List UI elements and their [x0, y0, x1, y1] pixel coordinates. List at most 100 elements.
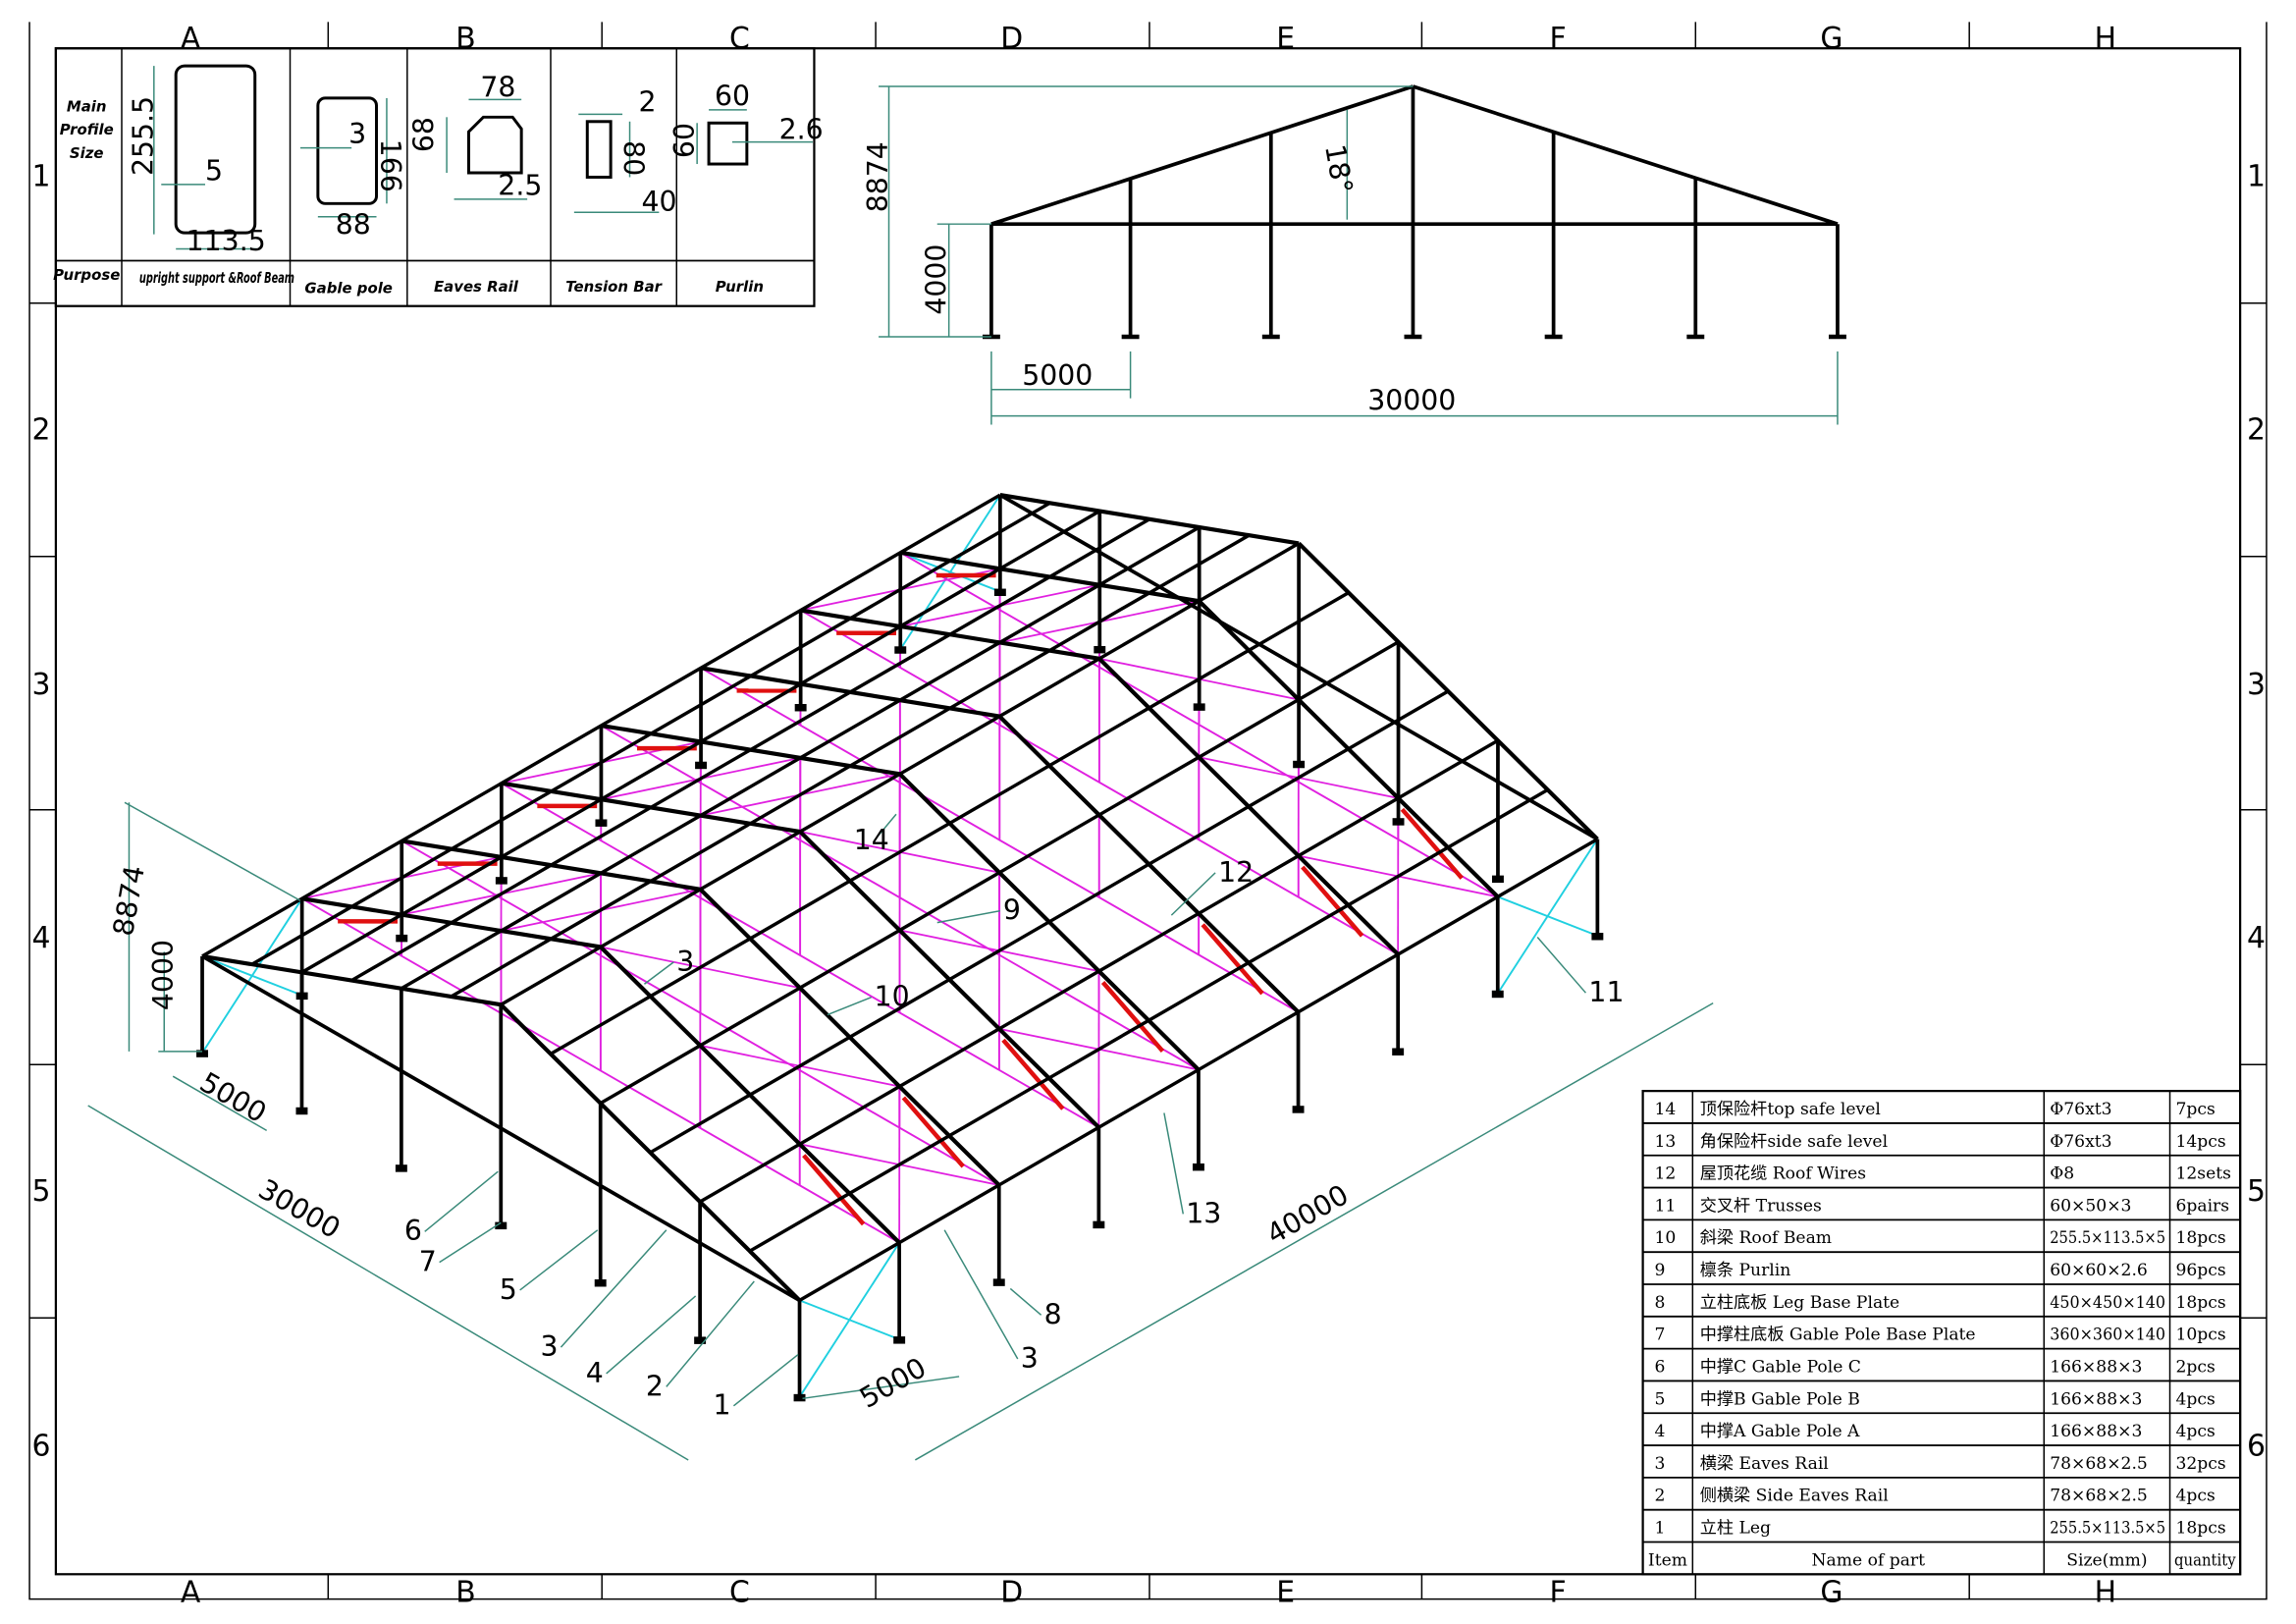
leg-base-plate	[1093, 1220, 1105, 1229]
part-name: 角保险杆side safe level	[1700, 1132, 1888, 1152]
leg-base-plate	[794, 704, 807, 712]
part-quantity: 14pcs	[2175, 1132, 2225, 1152]
part-size: Φ76xt3	[2050, 1132, 2111, 1152]
purpose-upright: upright support &Roof Beam	[139, 269, 294, 287]
part-name: 中撑A Gable Pole A	[1700, 1422, 1860, 1441]
gable-eave-tie	[201, 954, 801, 1303]
gable-pole-base-plate	[395, 1164, 407, 1172]
part-name: 屋顶花缆 Roof Wires	[1700, 1164, 1866, 1184]
callout-leader	[606, 1295, 697, 1375]
grid-col-bottom-E: E	[1276, 1576, 1295, 1610]
callout-leader	[424, 1170, 499, 1232]
elevation-rafter-left	[990, 84, 1415, 226]
callout-2: 2	[646, 1370, 664, 1402]
callout-9: 9	[1003, 894, 1021, 927]
grid-col-top-D: D	[1000, 22, 1023, 56]
item-number: 1	[1655, 1519, 1666, 1539]
gable-pole-base-plate	[1392, 818, 1405, 826]
callout-leader	[1163, 1112, 1185, 1215]
table-header: quantity	[2174, 1550, 2236, 1570]
part-size: 360×360×140	[2050, 1326, 2165, 1345]
dimension-text: 30000	[253, 1172, 347, 1245]
callout-leader	[666, 1280, 755, 1387]
dimension-text: 18°	[1318, 142, 1359, 196]
grid-col-top-G: G	[1820, 22, 1842, 56]
side-safe-level	[1301, 865, 1364, 938]
dimension-text: 30000	[1367, 385, 1456, 417]
leg-base-plate	[1491, 990, 1504, 999]
part-size: 450×450×140	[2050, 1293, 2165, 1313]
gable-pole-base-plate	[594, 1279, 607, 1287]
callout-leader	[1009, 1287, 1042, 1316]
grid-col-bottom-A: A	[181, 1576, 201, 1610]
gable-pole-base-plate	[694, 1336, 707, 1344]
grid-row-right-5: 5	[2247, 1174, 2266, 1209]
purpose-purlin: Purlin	[716, 278, 764, 296]
callout-leader	[1536, 937, 1587, 994]
part-name: 斜梁 Roof Beam	[1700, 1228, 1832, 1248]
dimension-text: 2	[638, 85, 656, 118]
grid-col-bottom-C: C	[729, 1576, 750, 1610]
dimension-text: 5000	[194, 1066, 272, 1130]
grid-col-bottom-B: B	[455, 1576, 475, 1610]
leg-base-plate	[894, 646, 907, 654]
purlin	[699, 738, 1499, 1204]
part-name: 中撑B Gable Pole B	[1700, 1389, 1860, 1409]
table-header: Item	[1648, 1550, 1687, 1570]
leg-base-plate	[893, 1336, 906, 1344]
grid-row-right-1: 1	[2247, 159, 2266, 193]
part-name: 立柱 Leg	[1700, 1519, 1771, 1539]
part-quantity: 18pcs	[2175, 1519, 2225, 1539]
grid-col-top-F: F	[1550, 22, 1567, 56]
part-size: 166×88×3	[2050, 1389, 2142, 1409]
isometric-view	[196, 493, 1604, 1402]
part-quantity: 4pcs	[2175, 1487, 2215, 1506]
callout-leader	[643, 961, 674, 985]
callout-13: 13	[1186, 1197, 1221, 1229]
leg-base-plate	[396, 934, 408, 943]
grid-row-right-3: 3	[2247, 668, 2266, 702]
truss-brace	[201, 955, 302, 997]
dimension-line	[87, 1105, 689, 1461]
part-quantity: 10pcs	[2175, 1326, 2225, 1345]
eaves-rail	[201, 493, 1001, 958]
callout-5: 5	[500, 1273, 517, 1306]
profile-drawings	[174, 64, 749, 235]
gable-eave-tie	[998, 493, 1599, 841]
callout-3: 3	[676, 946, 694, 978]
purlin	[649, 689, 1450, 1155]
dimension-text: 166	[374, 139, 406, 192]
table-header: Size(mm)	[2066, 1550, 2147, 1570]
dimension-text: 8874	[862, 141, 894, 212]
leg-base-plate	[993, 588, 1006, 597]
callout-8: 8	[1044, 1298, 1062, 1330]
part-size: 166×88×3	[2050, 1422, 2142, 1441]
dimension-text: 255.5	[127, 96, 159, 176]
item-number: 3	[1655, 1454, 1666, 1474]
item-number: 5	[1655, 1389, 1666, 1409]
truss-brace	[899, 551, 1001, 593]
part-name: 横梁 Eaves Rail	[1700, 1454, 1829, 1474]
callout-7: 7	[419, 1246, 437, 1278]
item-number: 11	[1655, 1196, 1677, 1216]
part-size: Φ76xt3	[2050, 1100, 2111, 1119]
item-number: 9	[1655, 1261, 1666, 1280]
dimension-line	[124, 801, 301, 901]
truss-brace	[799, 1299, 900, 1341]
isometric-annotations: 1412910311138312435678874400030000500050…	[87, 801, 1714, 1461]
side-safe-level	[1201, 923, 1264, 996]
callout-leader	[439, 1221, 502, 1264]
leg-base-plate	[1392, 1048, 1405, 1056]
dimension-text: 78	[480, 71, 515, 103]
dimension-text: 113.5	[187, 225, 266, 257]
truss-brace	[1497, 895, 1598, 937]
callout-1: 1	[714, 1389, 731, 1422]
side-safe-level	[1001, 1038, 1065, 1110]
grid-col-bottom-H: H	[2095, 1576, 2116, 1610]
side-safe-level	[802, 1154, 866, 1226]
